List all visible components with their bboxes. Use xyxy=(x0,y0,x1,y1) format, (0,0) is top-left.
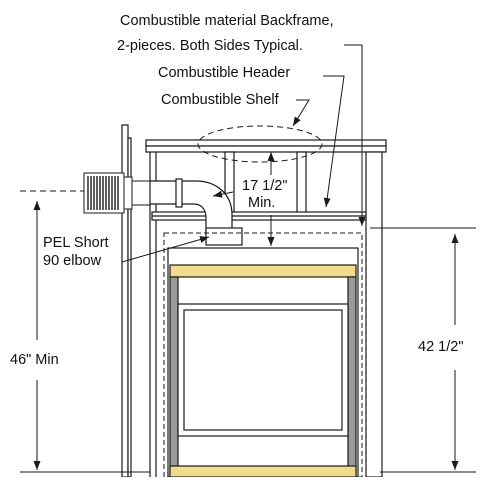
label-clearance-line1: 17 1/2" xyxy=(242,178,287,194)
label-shelf-height: 42 1/2" xyxy=(418,339,463,355)
vent-terminal xyxy=(83,172,151,214)
combustible-header xyxy=(145,139,387,478)
label-clearance-line2: Min. xyxy=(248,195,275,211)
label-vent-height: 46" Min xyxy=(10,352,59,368)
label-shelf: Combustible Shelf xyxy=(161,92,280,108)
fireplace-unit xyxy=(167,247,359,478)
vent-height-dimension xyxy=(20,201,150,473)
backframe xyxy=(151,211,367,221)
shelf-height-dimension xyxy=(380,234,476,473)
leader-lines xyxy=(121,44,366,263)
label-elbow-line1: PEL Short xyxy=(43,235,109,251)
label-header: Combustible Header xyxy=(158,65,290,81)
label-backframe-line1: Combustible material Backframe, xyxy=(120,13,334,29)
shelf-highlight-ellipse xyxy=(197,125,323,163)
label-elbow-line2: 90 elbow xyxy=(43,253,102,269)
label-backframe-line2: 2-pieces. Both Sides Typical. xyxy=(117,38,303,54)
vent-pipe-elbow xyxy=(149,178,243,246)
